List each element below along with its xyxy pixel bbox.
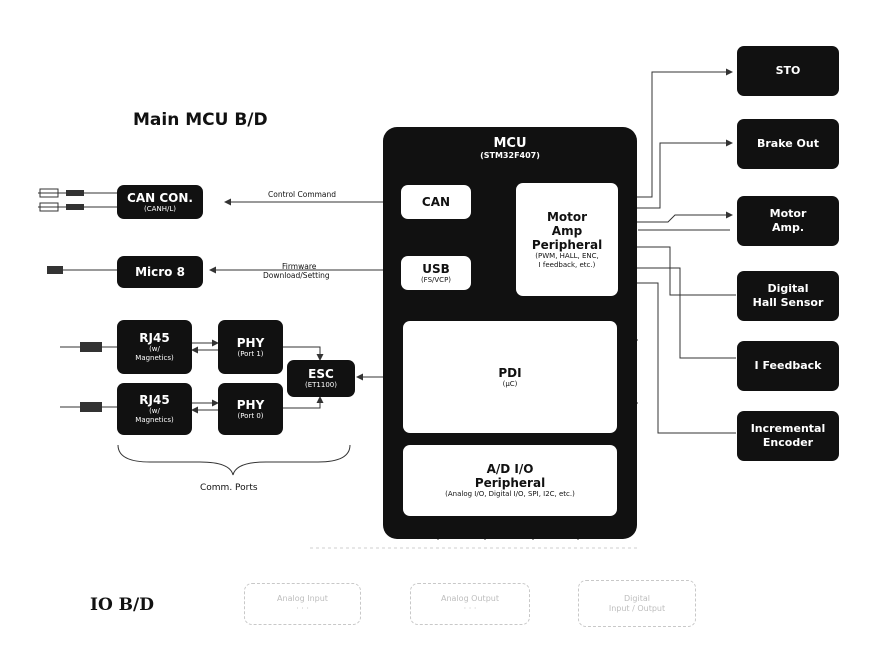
mcu-subtitle: (STM32F407) xyxy=(480,151,540,160)
io-box-2-line2: · · · xyxy=(463,604,477,613)
io-box-1: Analog Input · · · xyxy=(244,583,361,625)
usb-label: USB xyxy=(422,261,450,276)
digital-hall-sensor-block: Digital Hall Sensor xyxy=(737,271,839,321)
can-block: CAN xyxy=(401,185,471,219)
io-box-1-line1: Analog Input xyxy=(277,594,328,603)
firmware-label: Firmware xyxy=(282,262,317,271)
phy1-label: PHY xyxy=(236,335,265,350)
download-setting-label: Download/Setting xyxy=(263,271,330,280)
micro8-label: Micro 8 xyxy=(135,265,185,279)
io-board-title: IO B/D xyxy=(90,595,154,615)
usb-sub: (FS/VCP) xyxy=(420,275,452,284)
motor-amp-l2: Amp xyxy=(551,223,583,238)
adio-l1: A/D I/O xyxy=(486,462,534,476)
rj45-1-label: RJ45 xyxy=(139,331,170,345)
phy-port1-block: PHY (Port 1) xyxy=(218,320,283,374)
pdi-block: PDI (μC) xyxy=(403,321,617,433)
pdi-label: PDI xyxy=(498,365,522,380)
hall-line2: Hall Sensor xyxy=(752,296,824,309)
can-con-sub: (CANH/L) xyxy=(144,204,176,213)
phy-port0-block: PHY (Port 0) xyxy=(218,383,283,435)
can-label: CAN xyxy=(421,195,451,209)
motor-amp-l1: Motor xyxy=(546,209,588,224)
adio-l2: Peripheral xyxy=(474,476,546,490)
i-feedback-label: I Feedback xyxy=(754,359,822,372)
brake-out-block: Brake Out xyxy=(737,119,839,169)
motor-amp-sub2: I feedback, etc.) xyxy=(538,260,596,269)
mcu-title: MCU xyxy=(493,136,527,151)
motor-amp-line2: Amp. xyxy=(771,221,805,234)
rj45-1-sub2: Magnetics) xyxy=(135,354,174,362)
esc-block: ESC (ET1100) xyxy=(287,360,355,397)
pdi-sub: (μC) xyxy=(502,379,518,388)
io-box-2: Analog Output · · · xyxy=(410,583,530,625)
rj45-2-sub1: (w/ xyxy=(149,407,160,415)
rj45-1-sub1: (w/ xyxy=(149,345,160,353)
io-box-1-line2: · · · xyxy=(296,604,309,613)
micro8-block: Micro 8 xyxy=(117,256,203,288)
rj45-port0-block: RJ45 (w/ Magnetics) xyxy=(117,383,192,435)
incremental-encoder-block: Incremental Encoder xyxy=(737,411,839,461)
phy1-sub: (Port 1) xyxy=(237,349,264,358)
comm-ports-label: Comm. Ports xyxy=(200,483,258,493)
io-box-3-line2: Input / Output xyxy=(608,603,666,613)
motor-amp-peripheral-block: Motor Amp Peripheral (PWM, HALL, ENC, I … xyxy=(516,183,618,296)
hall-line1: Digital xyxy=(767,282,809,295)
sto-block: STO xyxy=(737,46,839,96)
encoder-line1: Incremental xyxy=(750,422,826,435)
io-box-2-line1: Analog Output xyxy=(441,594,499,603)
rj45-2-sub2: Magnetics) xyxy=(135,416,174,424)
esc-sub: (ET1100) xyxy=(305,381,337,389)
encoder-line2: Encoder xyxy=(762,436,814,449)
motor-amp-l3: Peripheral xyxy=(531,237,603,252)
esc-label: ESC xyxy=(308,367,334,381)
motor-amp-sub1: (PWM, HALL, ENC, xyxy=(535,251,599,260)
adio-sub: (Analog I/O, Digital I/O, SPI, I2C, etc.… xyxy=(445,490,575,498)
adio-block: A/D I/O Peripheral (Analog I/O, Digital … xyxy=(403,445,617,516)
phy0-label: PHY xyxy=(236,397,265,412)
sto-label: STO xyxy=(775,64,801,77)
can-con-label: CAN CON. xyxy=(127,190,193,205)
motor-amp-block: Motor Amp. xyxy=(737,196,839,246)
io-box-3: Digital Input / Output xyxy=(578,580,696,627)
rj45-2-label: RJ45 xyxy=(139,393,170,407)
phy0-sub: (Port 0) xyxy=(237,411,264,420)
usb-block: USB (FS/VCP) xyxy=(401,256,471,290)
brake-out-label: Brake Out xyxy=(757,137,819,150)
rj45-port1-block: RJ45 (w/ Magnetics) xyxy=(117,320,192,374)
io-box-3-line1: Digital xyxy=(624,593,650,603)
motor-amp-line1: Motor xyxy=(769,207,807,220)
control-command-label: Control Command xyxy=(268,190,337,199)
i-feedback-block: I Feedback xyxy=(737,341,839,391)
can-con-block: CAN CON. (CANH/L) xyxy=(117,185,203,219)
main-board-title: Main MCU B/D xyxy=(133,110,268,130)
comm-ports-brace xyxy=(117,444,351,476)
